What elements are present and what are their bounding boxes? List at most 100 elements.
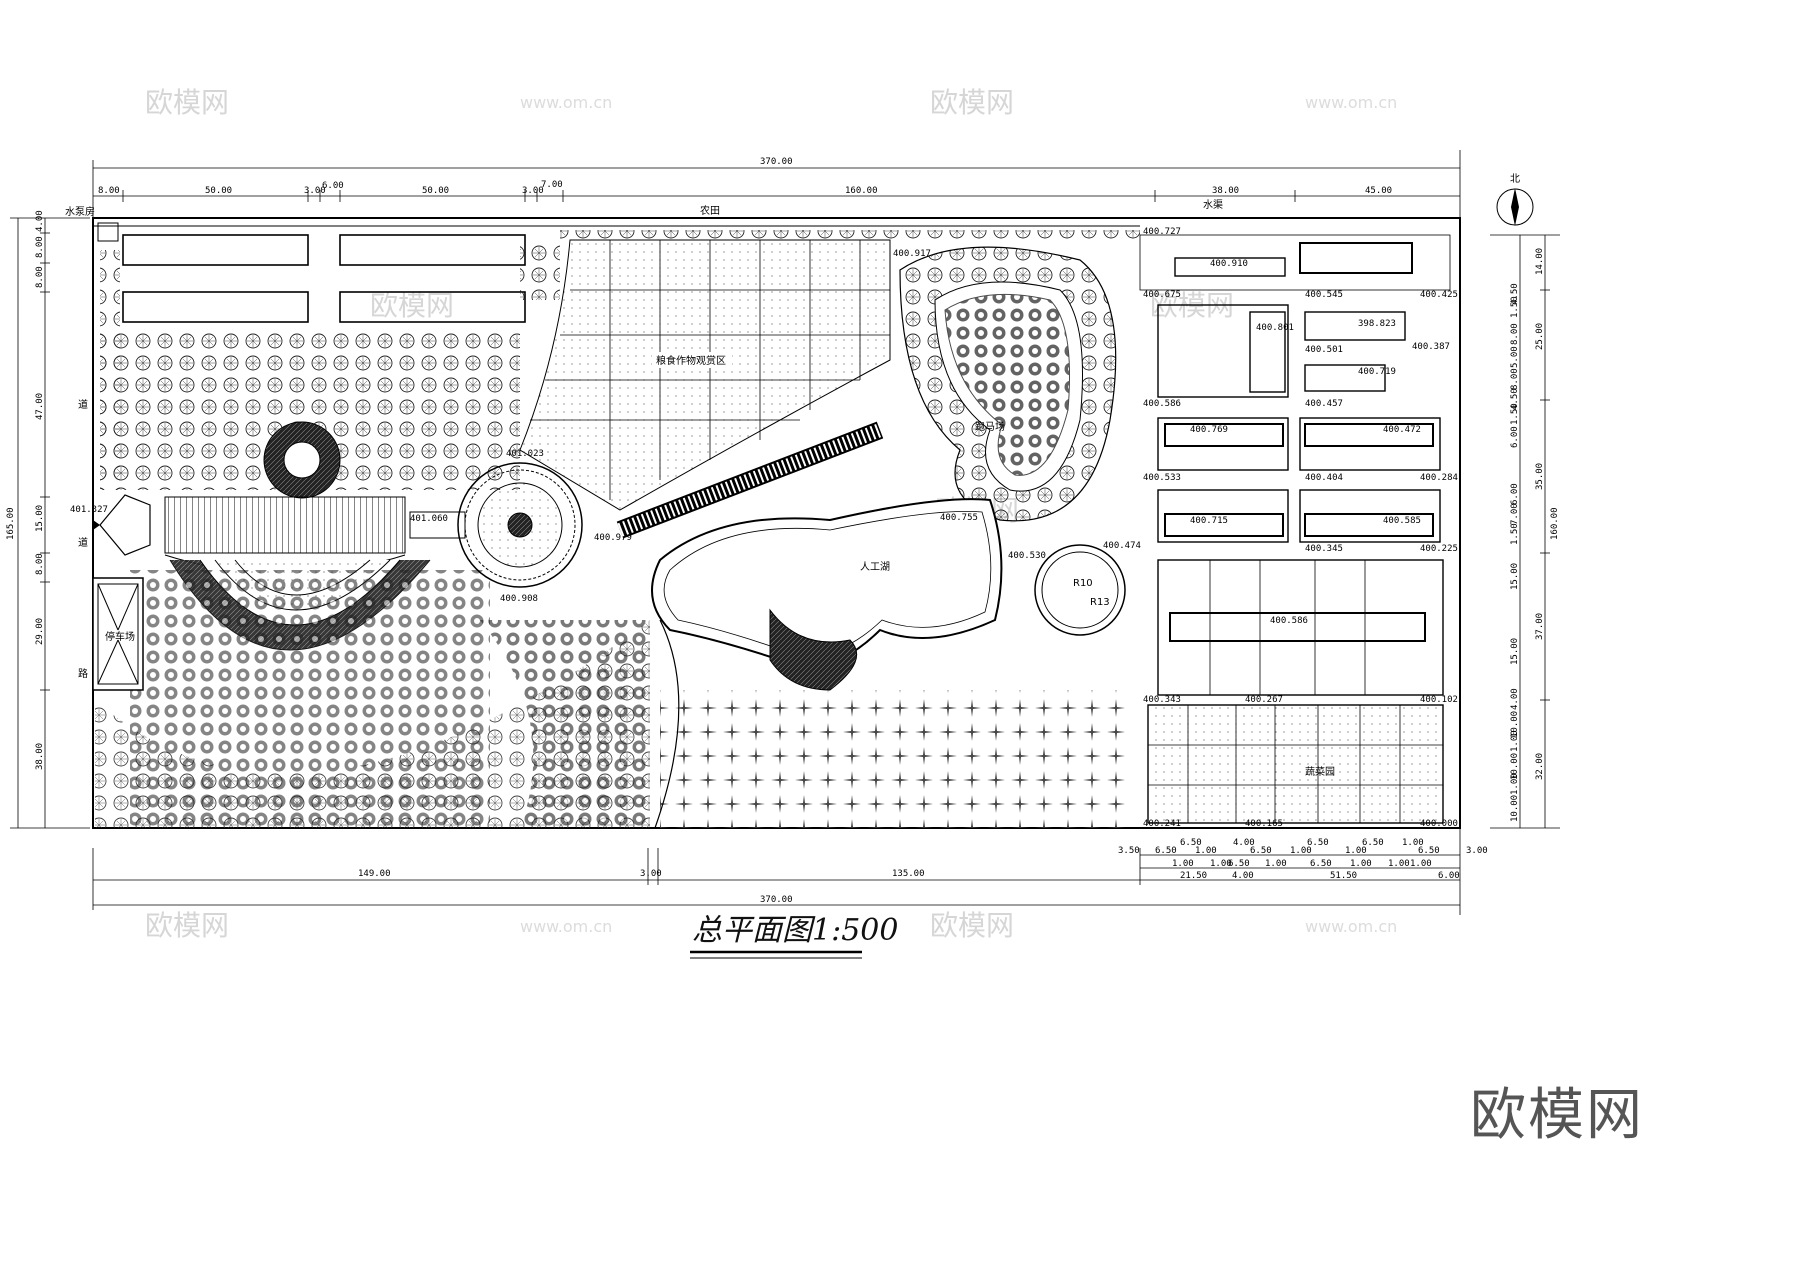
svg-text:6.00: 6.00 xyxy=(1510,426,1520,448)
svg-text:4.50: 4.50 xyxy=(1510,388,1520,410)
svg-text:21.50: 21.50 xyxy=(1180,871,1207,881)
svg-text:7.00: 7.00 xyxy=(1510,503,1520,525)
svg-text:32.00: 32.00 xyxy=(1535,753,1545,780)
central-walkway xyxy=(164,496,406,554)
svg-text:10.00: 10.00 xyxy=(1510,795,1520,822)
svg-text:400.241: 400.241 xyxy=(1143,819,1181,829)
svg-text:蔬菜园: 蔬菜园 xyxy=(1305,766,1335,778)
svg-text:135.00: 135.00 xyxy=(892,869,925,879)
svg-text:6.50: 6.50 xyxy=(1418,846,1440,856)
right-blocks xyxy=(1139,234,1451,824)
lake-island xyxy=(769,608,858,691)
svg-text:6.50: 6.50 xyxy=(1180,838,1202,848)
svg-text:7.00: 7.00 xyxy=(541,180,563,190)
svg-text:1.00: 1.00 xyxy=(1402,838,1424,848)
top-area-labels: 水泵房 农田 水渠 道 道 路 xyxy=(65,199,1223,680)
svg-text:6.00: 6.00 xyxy=(1510,483,1520,505)
svg-text:400.769: 400.769 xyxy=(1190,425,1228,435)
round-plaza: 401.023 400.979 400.908 401.060 xyxy=(409,449,632,604)
svg-text:15.00: 15.00 xyxy=(1510,638,1520,665)
svg-text:1.50: 1.50 xyxy=(1510,523,1520,545)
svg-text:400.755: 400.755 xyxy=(940,513,978,523)
svg-text:1.00: 1.00 xyxy=(1172,859,1194,869)
svg-text:401.060: 401.060 xyxy=(410,514,448,524)
svg-text:R10: R10 xyxy=(1073,578,1093,589)
svg-text:水渠: 水渠 xyxy=(1203,199,1223,211)
svg-text:欧模网: 欧模网 xyxy=(145,86,229,119)
entrance-gate xyxy=(99,494,151,556)
svg-text:15.00: 15.00 xyxy=(35,505,45,532)
svg-text:400.533: 400.533 xyxy=(1143,473,1181,483)
svg-text:400.586: 400.586 xyxy=(1143,399,1181,409)
parking-lot: 停车场 xyxy=(92,577,144,691)
svg-text:400.715: 400.715 xyxy=(1190,516,1228,526)
svg-text:3.00: 3.00 xyxy=(304,186,326,196)
svg-text:400.284: 400.284 xyxy=(1420,473,1458,483)
svg-text:38.00: 38.00 xyxy=(1212,186,1239,196)
svg-text:400.000: 400.000 xyxy=(1420,819,1458,829)
svg-text:1.00: 1.00 xyxy=(1510,730,1520,752)
right-dimension-labels: 160.00 14.00 25.00 35.00 37.00 32.00 4.5… xyxy=(1510,248,1560,822)
svg-text:4.00: 4.00 xyxy=(1510,688,1520,710)
svg-text:400.387: 400.387 xyxy=(1412,342,1450,352)
brand-watermark: 欧模网 xyxy=(1470,1083,1644,1148)
bottom-dimensions xyxy=(92,848,1460,910)
svg-text:欧模网: 欧模网 xyxy=(930,909,1014,942)
svg-text:400.719: 400.719 xyxy=(1358,367,1396,377)
svg-text:400.102: 400.102 xyxy=(1420,695,1458,705)
svg-text:欧模网: 欧模网 xyxy=(370,289,454,322)
svg-text:50.00: 50.00 xyxy=(422,186,449,196)
svg-text:路: 路 xyxy=(78,667,88,680)
svg-text:37.00: 37.00 xyxy=(1535,613,1545,640)
drawing-title: 总平面图1:500 xyxy=(690,913,898,959)
svg-text:29.00: 29.00 xyxy=(35,618,45,645)
svg-text:1.00: 1.00 xyxy=(1350,859,1372,869)
svg-text:1.50: 1.50 xyxy=(1510,296,1520,318)
svg-text:400.530: 400.530 xyxy=(1008,551,1046,561)
svg-text:6.50: 6.50 xyxy=(1250,846,1272,856)
svg-text:400.908: 400.908 xyxy=(500,594,538,604)
svg-text:欧模网: 欧模网 xyxy=(930,86,1014,119)
svg-text:1.00: 1.00 xyxy=(1210,859,1232,869)
svg-text:1.50: 1.50 xyxy=(1510,403,1520,425)
svg-text:35.00: 35.00 xyxy=(1535,463,1545,490)
svg-text:1.00: 1.00 xyxy=(1265,859,1287,869)
north-arrow: 北 xyxy=(1496,173,1534,226)
crop-viewing-area: 粮食作物观赏区 400.917 xyxy=(519,239,931,511)
svg-text:6.50: 6.50 xyxy=(1155,846,1177,856)
svg-text:跑马场: 跑马场 xyxy=(975,420,1005,433)
svg-text:400.910: 400.910 xyxy=(1210,259,1248,269)
left-dimension-labels: 165.00 4.00 8.00 8.00 47.00 15.00 8.00 2… xyxy=(6,210,45,770)
svg-text:8.00: 8.00 xyxy=(98,186,120,196)
svg-text:401.327: 401.327 xyxy=(70,505,108,515)
svg-text:51.50: 51.50 xyxy=(1330,871,1357,881)
svg-text:45.00: 45.00 xyxy=(1365,186,1392,196)
svg-text:6.50: 6.50 xyxy=(1362,838,1384,848)
svg-text:160.00: 160.00 xyxy=(845,186,878,196)
svg-text:400.425: 400.425 xyxy=(1420,290,1458,300)
svg-text:1.00: 1.00 xyxy=(1195,846,1217,856)
svg-text:www.om.cn: www.om.cn xyxy=(1305,917,1397,936)
svg-text:4.50: 4.50 xyxy=(1510,283,1520,305)
svg-text:160.00: 160.00 xyxy=(1550,507,1560,540)
svg-text:停车场: 停车场 xyxy=(105,630,135,643)
svg-text:10.00: 10.00 xyxy=(1510,753,1520,780)
bottom-dimension-labels: 149.00 3.00 135.00 370.00 3.50 6.50 1.00… xyxy=(358,838,1488,905)
svg-text:400.917: 400.917 xyxy=(893,249,931,259)
svg-text:400.675: 400.675 xyxy=(1143,290,1181,300)
orchard xyxy=(660,690,1130,828)
svg-text:15.00: 15.00 xyxy=(1510,563,1520,590)
svg-text:149.00: 149.00 xyxy=(358,869,391,879)
svg-text:400.801: 400.801 xyxy=(1256,323,1294,333)
svg-text:14.00: 14.00 xyxy=(1535,248,1545,275)
tree-row-north xyxy=(560,230,1140,244)
svg-text:400.585: 400.585 xyxy=(1383,516,1421,526)
svg-text:道: 道 xyxy=(78,398,88,411)
svg-text:1.00: 1.00 xyxy=(1510,773,1520,795)
svg-text:400.267: 400.267 xyxy=(1245,695,1283,705)
svg-text:400.474: 400.474 xyxy=(1103,541,1141,551)
svg-text:38.00: 38.00 xyxy=(35,743,45,770)
svg-text:4.00: 4.00 xyxy=(35,210,45,232)
left-buildings xyxy=(97,222,526,323)
